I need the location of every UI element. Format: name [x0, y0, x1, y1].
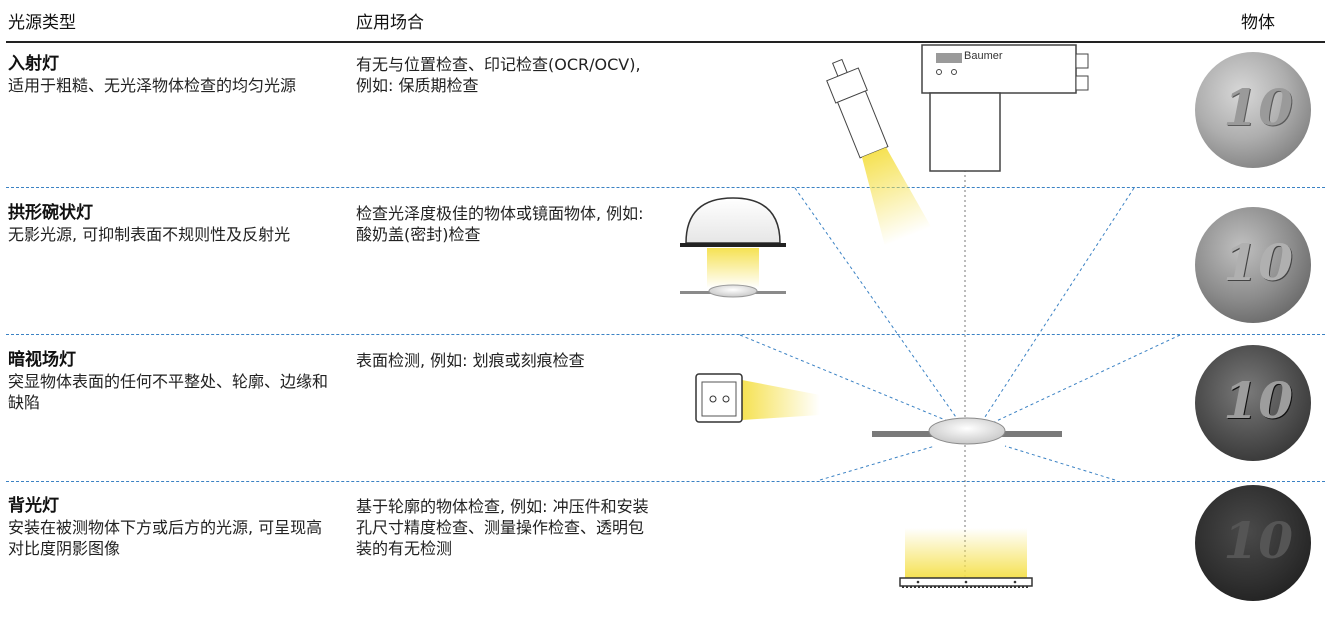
row-application-incident-light: 有无与位置检查、印记检查(OCR/OCV), 例如: 保质期检查 — [356, 55, 641, 95]
camera-brand: Baumer — [964, 50, 1003, 62]
row-application-backlight: 基于轮廓的物体检查, 例如: 冲压件和安装孔尺寸精度检查、测量操作检查、透明包装… — [356, 497, 649, 558]
header-application: 应用场合 — [356, 13, 424, 33]
row-separator — [6, 481, 1325, 482]
row-title-dome-light: 拱形碗状灯 — [8, 203, 93, 223]
darkfield-light — [695, 373, 820, 423]
header-rule — [6, 41, 1325, 43]
coin-darkfield: 10 — [1195, 345, 1311, 461]
row-separator — [6, 187, 1325, 188]
row-title-backlight: 背光灯 — [8, 496, 59, 516]
coin-backlight: 10 — [1195, 485, 1311, 601]
coin-dome: 10 — [1195, 207, 1311, 323]
row-title-darkfield-light: 暗视场灯 — [8, 350, 76, 370]
row-desc-dome-light: 无影光源, 可抑制表面不规则性及反射光 — [8, 225, 291, 244]
coin-value: 10 — [1223, 511, 1293, 570]
row-desc-darkfield-light: 突显物体表面的任何不平整处、轮廓、边缘和缺陷 — [8, 372, 329, 412]
backlight — [899, 528, 1033, 588]
coin-value: 10 — [1223, 78, 1293, 137]
row-desc-backlight: 安装在被测物体下方或后方的光源, 可呈现高对比度阴影图像 — [8, 518, 323, 558]
row-desc-incident-light: 适用于粗糙、无光泽物体检查的均匀光源 — [8, 76, 297, 95]
camera — [921, 44, 1089, 172]
test-object — [872, 417, 1062, 445]
row-separator — [6, 334, 1325, 335]
light-rays — [739, 170, 1181, 584]
coin-value: 10 — [1223, 371, 1293, 430]
header-light-type: 光源类型 — [8, 13, 76, 33]
coin-incident: 10 — [1195, 52, 1311, 168]
row-application-dome-light: 检查光泽度极佳的物体或镜面物体, 例如: 酸奶盖(密封)检查 — [356, 204, 644, 244]
coin-value: 10 — [1223, 233, 1293, 292]
dome-light — [680, 197, 786, 298]
incident-light — [826, 58, 932, 246]
row-application-darkfield-light: 表面检测, 例如: 划痕或刻痕检查 — [356, 351, 585, 370]
header-object: 物体 — [1241, 13, 1275, 33]
row-title-incident-light: 入射灯 — [8, 54, 59, 74]
